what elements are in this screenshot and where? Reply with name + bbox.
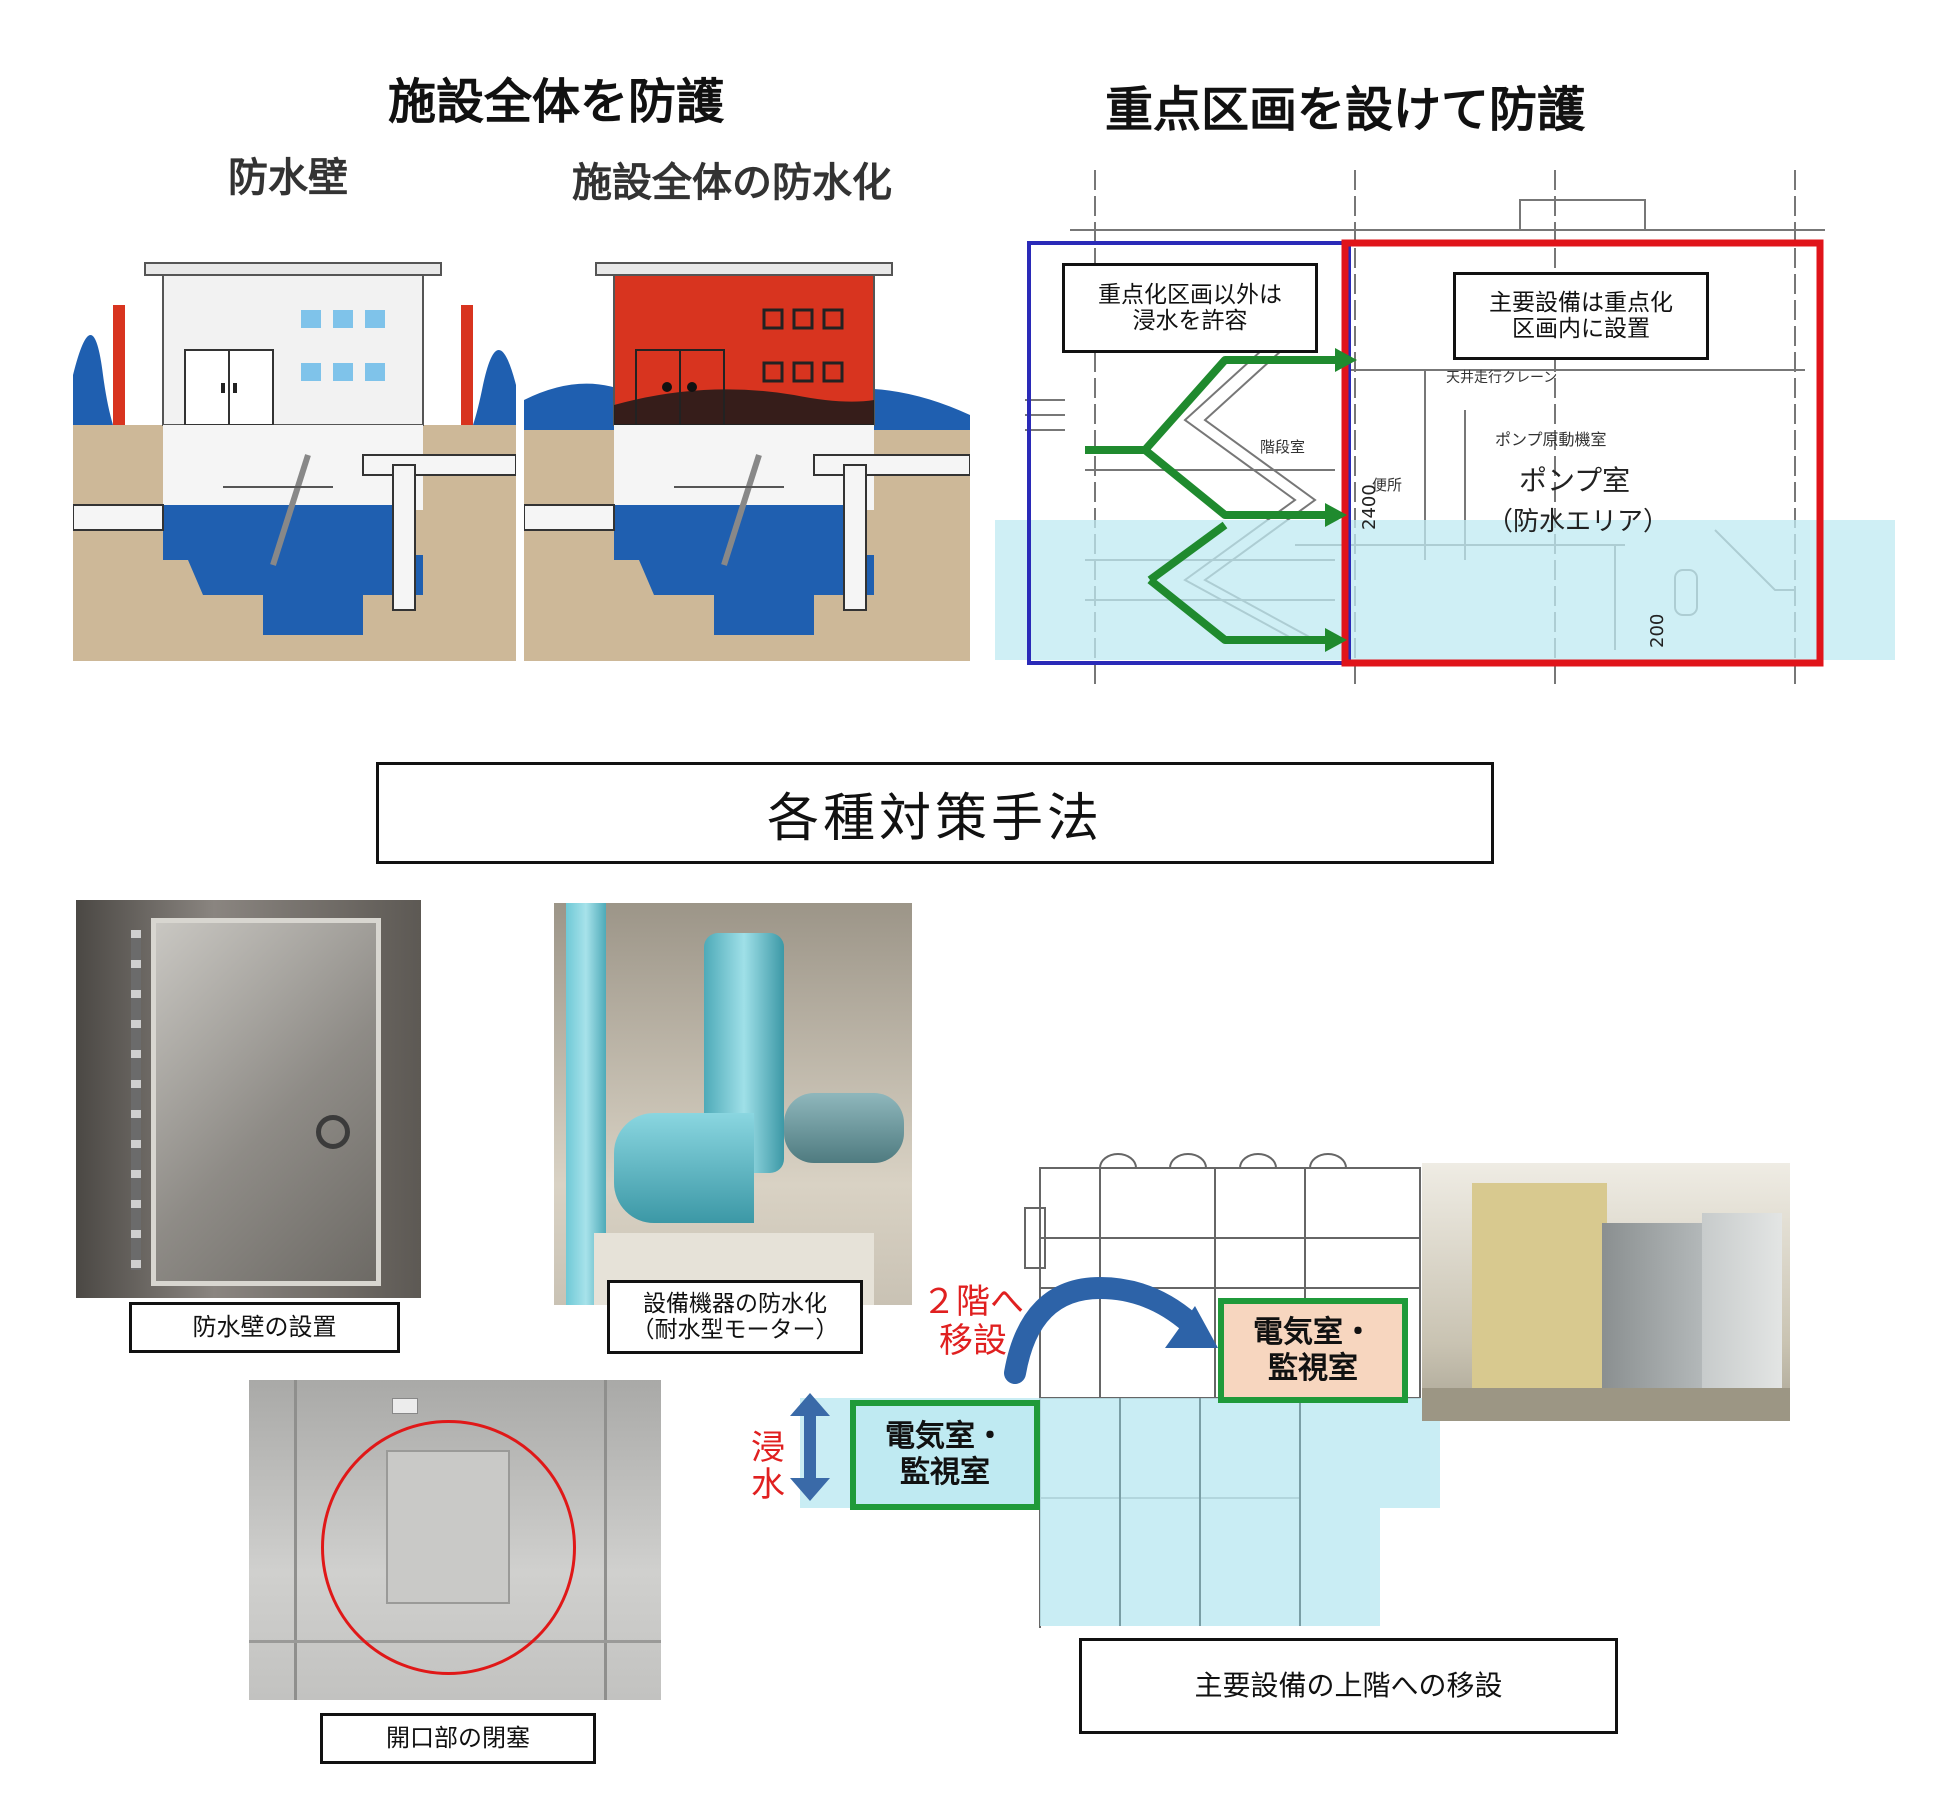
flood-label: 浸 水 xyxy=(748,1428,788,1506)
electrical-room-lower: 電気室・ 監視室 xyxy=(850,1400,1040,1510)
electrical-room-lower-line1: 電気室・ xyxy=(885,1419,1005,1454)
caption-equipment: 設備機器の防水化 （耐水型モーター） xyxy=(607,1280,863,1354)
waterproof-door-photo xyxy=(76,900,421,1298)
caption-equipment-line1: 設備機器の防水化 xyxy=(643,1290,827,1317)
move-upstairs-line1: ２階へ xyxy=(922,1282,1024,1322)
flood-label-line1: 浸 xyxy=(751,1428,785,1468)
note-non-focus-line1: 重点化区画以外は xyxy=(1098,281,1282,308)
waterproof-motor-photo xyxy=(554,903,912,1305)
motor-room-label: ポンプ原動機室 xyxy=(1495,430,1607,449)
crane-label: 天井走行クレーン xyxy=(1446,370,1557,386)
flood-label-line2: 水 xyxy=(751,1465,785,1506)
note-focus-line1: 主要設備は重点化 xyxy=(1489,289,1673,316)
full-waterproof-illustration xyxy=(524,255,970,661)
opening-closure-photo xyxy=(249,1380,661,1700)
toilet-label: 便所 xyxy=(1372,476,1402,494)
electrical-room-upper-line1: 電気室・ xyxy=(1253,1314,1373,1350)
caption-equipment-line2: （耐水型モーター） xyxy=(631,1317,839,1343)
note-focus-zone: 主要設備は重点化 区画内に設置 xyxy=(1453,272,1709,360)
section-right-title: 重点区画を設けて防護 xyxy=(1105,82,1586,138)
pump-room-sub-label: （防水エリア） xyxy=(1487,507,1669,537)
stair-room-label: 階段室 xyxy=(1260,438,1305,456)
move-upstairs-label: ２階へ 移設 xyxy=(918,1282,1028,1362)
panel-waterproof-wall-label: 防水壁 xyxy=(228,155,348,201)
note-non-focus-zone: 重点化区画以外は 浸水を許容 xyxy=(1062,263,1318,353)
note-focus-line2: 区画内に設置 xyxy=(1512,316,1650,342)
focus-zone-diagram: 天井走行クレーン 階段室 便所 ポンプ原動機室 ポンプ室 （防水エリア） 240… xyxy=(995,170,1895,685)
methods-title-box: 各種対策手法 xyxy=(376,762,1494,864)
electrical-room-photo xyxy=(1422,1163,1790,1421)
pump-room-label: ポンプ室 xyxy=(1519,464,1630,497)
caption-opening: 開口部の閉塞 xyxy=(320,1713,596,1764)
caption-relocation: 主要設備の上階への移設 xyxy=(1079,1638,1618,1734)
dimension-2400: 2400 xyxy=(1359,484,1380,530)
waterproof-wall-illustration xyxy=(73,255,516,661)
move-upstairs-line2: 移設 xyxy=(939,1321,1007,1362)
note-non-focus-line2: 浸水を許容 xyxy=(1132,308,1248,334)
section-left-title: 施設全体を防護 xyxy=(388,74,725,130)
dimension-200: 200 xyxy=(1647,614,1668,648)
electrical-room-upper: 電気室・ 監視室 xyxy=(1218,1298,1408,1403)
panel-full-waterproof-label: 施設全体の防水化 xyxy=(572,160,892,206)
electrical-room-upper-line2: 監視室 xyxy=(1268,1350,1358,1386)
methods-title: 各種対策手法 xyxy=(766,788,1103,849)
electrical-room-lower-line2: 監視室 xyxy=(900,1455,990,1490)
caption-waterproof-wall: 防水壁の設置 xyxy=(129,1302,400,1353)
